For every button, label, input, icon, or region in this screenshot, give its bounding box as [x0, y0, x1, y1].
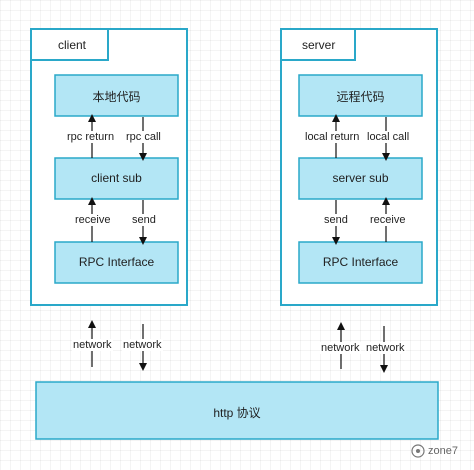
server-remote-code-box: [298, 74, 423, 117]
watermark-logo-icon: [411, 444, 425, 458]
client-network-up-label: network: [72, 339, 113, 351]
local-call-label: local call: [366, 131, 411, 143]
client-rpc-interface-label: RPC Interface: [78, 255, 155, 269]
client-sub-box: [54, 157, 179, 200]
server-package-title: server: [302, 38, 336, 52]
server-sub-label: server sub: [332, 171, 389, 185]
client-local-code-box: [54, 74, 179, 117]
server-network-up-label: network: [320, 342, 361, 354]
rpc-return-label: rpc return: [66, 131, 116, 143]
local-return-label: local return: [304, 131, 361, 143]
http-protocol-box: [35, 381, 439, 440]
client-rpc-interface-box: [54, 241, 179, 284]
server-rpc-interface-label: RPC Interface: [322, 255, 399, 269]
client-local-code-label: 本地代码: [92, 90, 141, 104]
rpc-call-label: rpc call: [125, 131, 162, 143]
client-network-down-label: network: [122, 339, 163, 351]
server-network-down-label: network: [365, 342, 406, 354]
client-send-label: send: [131, 214, 157, 226]
client-receive-label: receive: [74, 214, 112, 226]
server-rpc-interface-box: [298, 241, 423, 284]
client-sub-label: client sub: [91, 171, 142, 185]
http-protocol-label: http 协议: [213, 406, 261, 420]
server-remote-code-label: 远程代码: [336, 90, 385, 104]
server-send-label: send: [323, 214, 349, 226]
client-package-title: client: [58, 38, 87, 52]
server-receive-label: receive: [369, 214, 407, 226]
watermark-text: zone7: [428, 445, 458, 457]
server-sub-box: [298, 157, 423, 200]
